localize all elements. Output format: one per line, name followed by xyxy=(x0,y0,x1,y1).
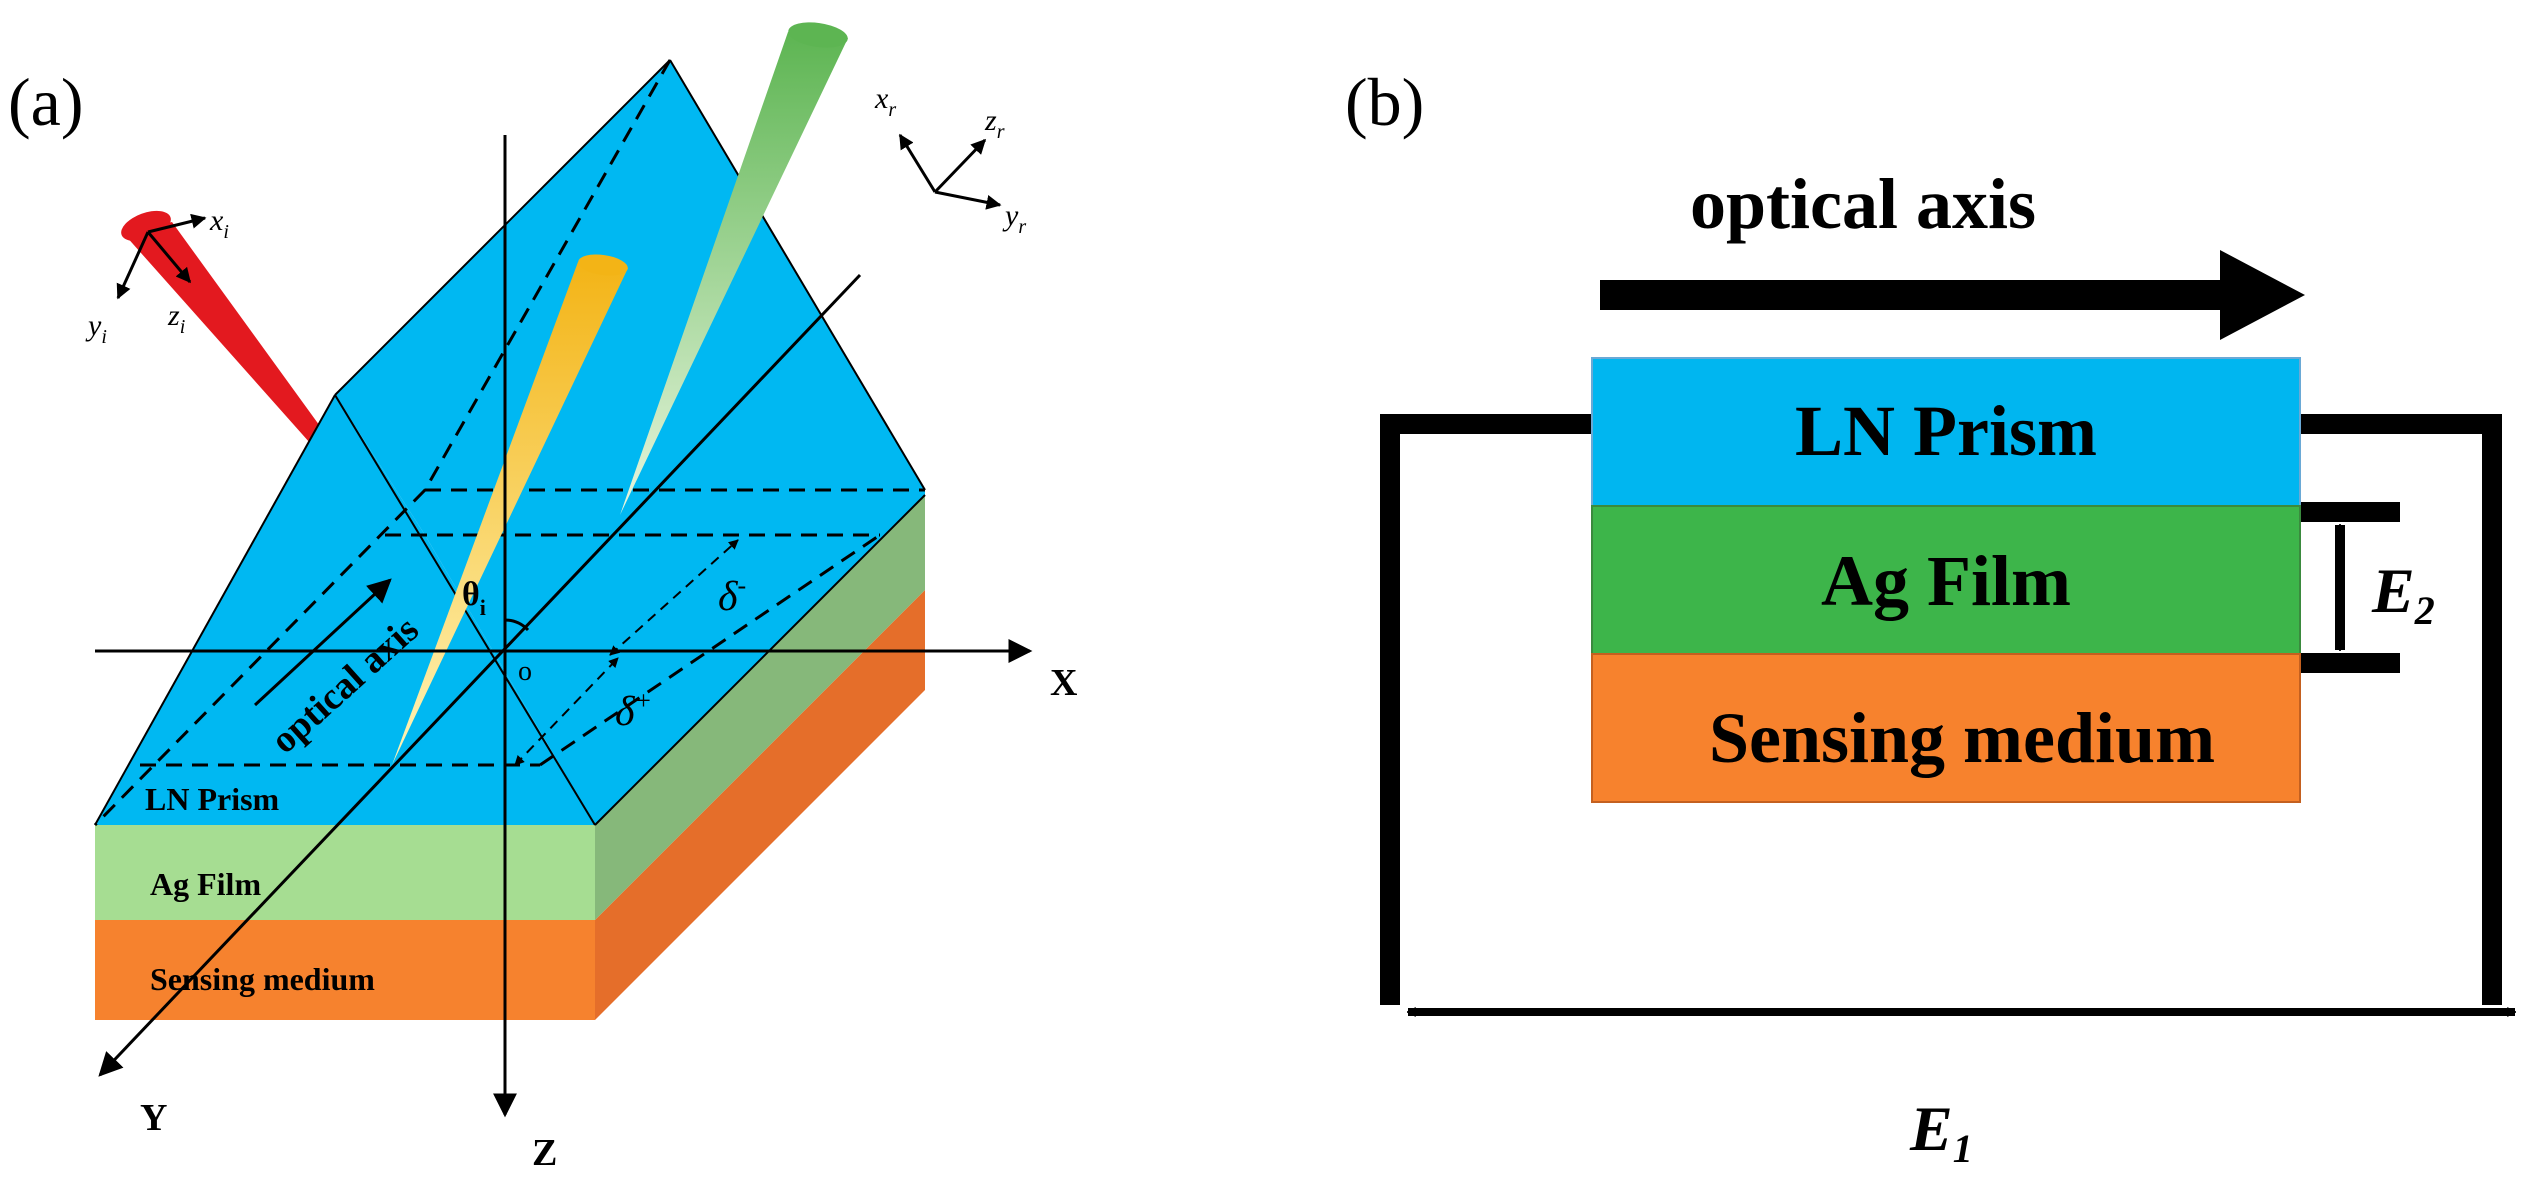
delta-plus-arrow xyxy=(514,657,619,766)
incident-frame xyxy=(116,213,207,300)
e2-label: E2 xyxy=(2371,555,2435,633)
optical-axis-arrow-b xyxy=(1600,250,2305,340)
ag-film-side xyxy=(595,495,925,920)
panel-b: (b) optical axis LN Prism Ag Film Sensin… xyxy=(1345,64,2515,1171)
reflected-beam xyxy=(620,32,848,515)
film-layer-b xyxy=(1591,505,2301,655)
medium-label-a: Sensing medium xyxy=(150,961,375,997)
optical-axis-arrow-a xyxy=(253,578,392,707)
reflected-x-label: xr xyxy=(874,82,896,121)
delta-minus-arrow xyxy=(609,539,739,656)
optical-axis-label-b: optical axis xyxy=(1690,164,2036,244)
offset-arrows xyxy=(514,539,739,766)
prism-label-b: LN Prism xyxy=(1795,391,2097,471)
incident-z-label: zi xyxy=(167,299,185,338)
panel-a-label: (a) xyxy=(8,64,83,140)
prism-base-right xyxy=(594,494,926,826)
prism-bottom-left-edge xyxy=(94,394,336,826)
film-label-a: Ag Film xyxy=(150,866,261,902)
e1-label: E1 xyxy=(1909,1093,1973,1171)
sensing-medium-front xyxy=(95,920,595,1020)
prism-left-face xyxy=(95,395,595,825)
reflected-z-label: zr xyxy=(984,104,1005,143)
angle-label: θi xyxy=(462,576,486,620)
reflected-frame xyxy=(898,133,1002,210)
prism-ridge xyxy=(334,59,671,396)
prism-back-edge xyxy=(669,59,926,491)
prism-right-face xyxy=(335,60,925,825)
delta-minus-label: δ- xyxy=(718,571,746,620)
incident-beam-shape xyxy=(125,222,330,452)
film-label-b: Ag Film xyxy=(1821,541,2071,621)
y-axis-label: Y xyxy=(140,1097,167,1139)
coordinate-axes xyxy=(95,135,1033,1118)
incident-x-label: xi xyxy=(209,204,229,243)
y-axis xyxy=(98,273,862,1077)
inner-beam-cap xyxy=(578,254,628,276)
x-axis-label: X xyxy=(1050,662,1077,704)
inner-beam xyxy=(392,262,628,765)
prism-label-a: LN Prism xyxy=(145,781,280,817)
reflected-y-label: yr xyxy=(1002,199,1026,238)
sensing-medium-side xyxy=(595,590,925,1020)
medium-label-b: Sensing medium xyxy=(1709,698,2215,778)
origin-label: o xyxy=(518,656,532,687)
panel-a: (a) xyxy=(8,22,1077,1174)
reflected-beam-cap xyxy=(788,22,848,48)
ag-film-front xyxy=(95,825,595,920)
incident-beam-cap xyxy=(121,210,171,242)
circuit-left xyxy=(1380,414,1602,1005)
prism-layer-b xyxy=(1591,357,2301,507)
layer-stack xyxy=(95,495,925,1020)
circuit-right xyxy=(2290,414,2502,1005)
angle-arc xyxy=(504,618,530,632)
panel-b-label: (b) xyxy=(1345,64,1424,140)
circuit-frame xyxy=(1380,414,2502,1005)
incident-y-label: yi xyxy=(85,309,107,348)
z-axis-label: Z xyxy=(532,1132,557,1174)
prism xyxy=(93,59,926,827)
medium-layer-b xyxy=(1591,653,2301,803)
delta-plus-label: δ+ xyxy=(615,686,652,735)
